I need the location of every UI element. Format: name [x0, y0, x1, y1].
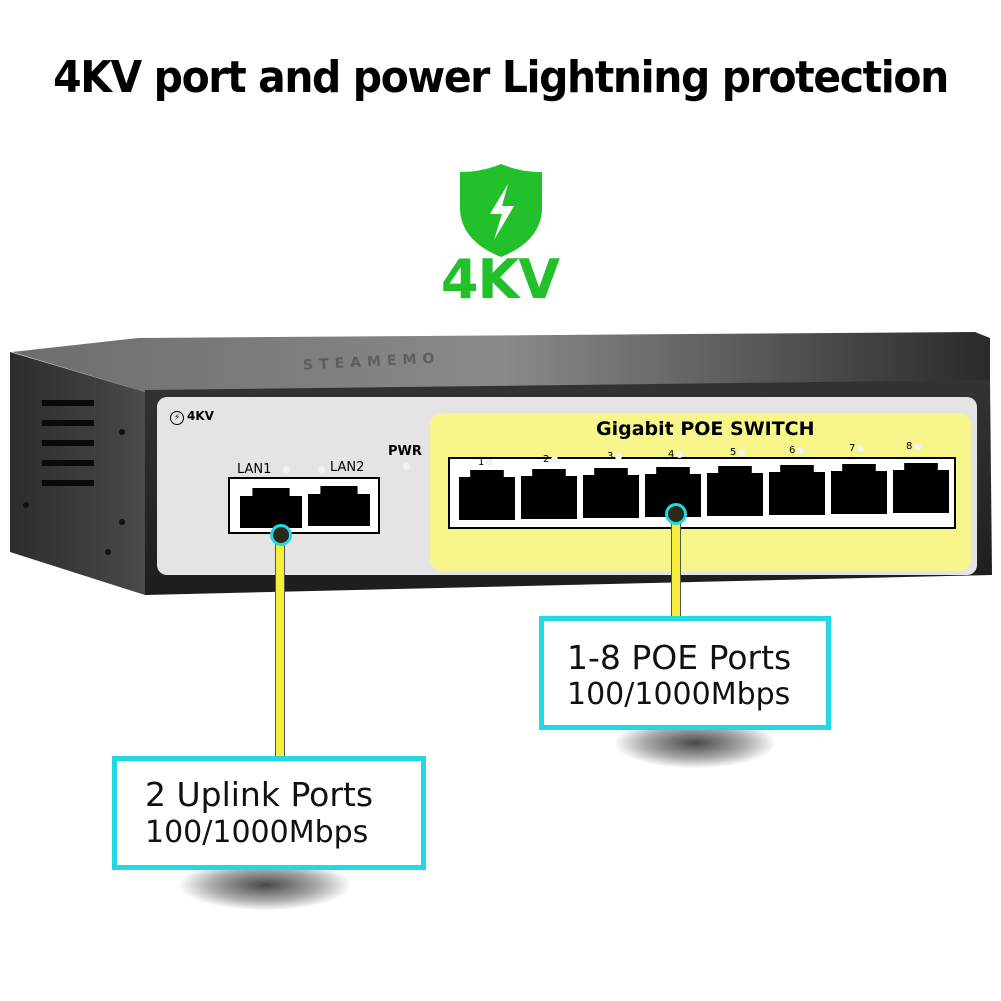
lan1-label: LAN1 — [237, 462, 272, 477]
surge-rating-label: ⚡4KV — [170, 409, 214, 425]
port-number-3: 3 — [607, 451, 614, 462]
poe-port-5[interactable] — [707, 466, 763, 516]
port-number-7: 7 — [849, 443, 856, 454]
poe-port-1[interactable] — [459, 470, 515, 520]
port-led-1 — [486, 459, 493, 466]
port-led-6 — [797, 447, 804, 454]
uplink-callout-speed: 100/1000Mbps — [145, 815, 369, 850]
port-led-3 — [615, 453, 622, 460]
pwr-led — [403, 463, 410, 470]
poe-ports-callout: 1-8 POE Ports 100/1000Mbps — [539, 616, 831, 730]
headline: 4KV port and power Lightning protection — [53, 52, 949, 103]
poe-callout-speed: 100/1000Mbps — [567, 677, 791, 712]
uplink-port-highlight-ring — [270, 524, 292, 546]
port-led-4 — [676, 451, 683, 458]
lan1-led — [283, 466, 290, 473]
poe-panel-title: Gigabit POE SWITCH — [596, 418, 815, 440]
port-led-2 — [551, 456, 558, 463]
poe-port-highlight-ring — [665, 503, 687, 525]
port-number-1: 1 — [478, 457, 485, 468]
poe-callout-title: 1-8 POE Ports — [567, 638, 792, 677]
surge-label-text: 4KV — [187, 409, 214, 423]
uplink-leader-line — [275, 534, 285, 760]
lightning-icon: ⚡ — [170, 411, 184, 425]
poe-port-6[interactable] — [769, 465, 825, 515]
poe-port-7[interactable] — [831, 464, 887, 514]
uplink-callout-title: 2 Uplink Ports — [145, 775, 374, 814]
badge-label: 4KV — [440, 248, 560, 311]
uplink-ports-callout: 2 Uplink Ports 100/1000Mbps — [112, 756, 426, 870]
poe-port-3[interactable] — [583, 468, 639, 518]
port-led-8 — [914, 443, 921, 450]
poe-leader-line — [671, 516, 681, 620]
poe-port-2[interactable] — [521, 469, 577, 519]
lightning-shield-icon — [460, 164, 542, 257]
port-number-8: 8 — [906, 441, 913, 452]
port-number-2: 2 — [543, 454, 550, 465]
poe-port-8[interactable] — [893, 463, 949, 513]
pwr-label: PWR — [388, 444, 422, 459]
lan2-label: LAN2 — [330, 460, 365, 475]
lan2-led — [318, 466, 325, 473]
port-number-6: 6 — [789, 445, 796, 456]
port-number-5: 5 — [730, 447, 737, 458]
port-led-7 — [857, 445, 864, 452]
port-number-4: 4 — [668, 449, 675, 460]
port-led-5 — [738, 449, 745, 456]
